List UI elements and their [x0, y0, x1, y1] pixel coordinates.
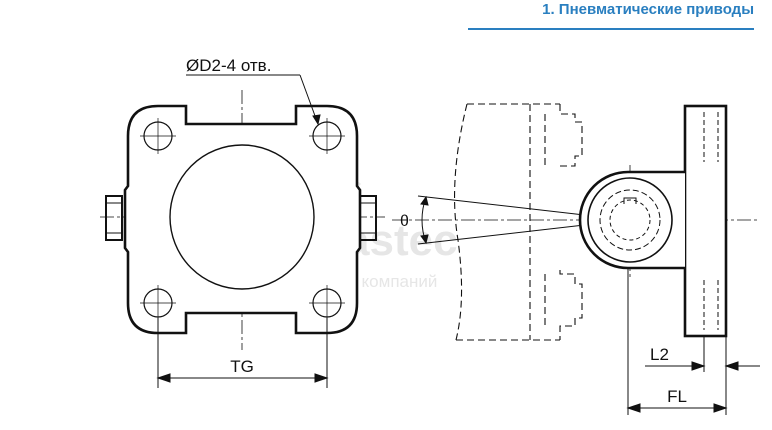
section-header: 1. Пневматические приводы	[468, 0, 754, 30]
cylinder-dashed-outline	[454, 103, 583, 341]
bracket-plate-holes	[703, 112, 719, 330]
side-view	[392, 103, 760, 415]
hole-callout-label: ØD2-4 отв.	[186, 56, 271, 75]
flange-outline	[123, 104, 362, 335]
tg-label: TG	[230, 357, 254, 376]
flange-side-boss-left	[105, 195, 123, 241]
fl-label: FL	[667, 387, 687, 406]
clevis-pin	[587, 177, 673, 263]
hole-center-marks	[140, 118, 345, 321]
hole-callout-leader	[186, 74, 321, 126]
section-title: 1. Пневматические приводы	[542, 1, 754, 18]
flange-bore	[169, 144, 315, 290]
clevis-ear	[578, 170, 685, 270]
fl-dimension	[626, 268, 728, 415]
flange-front-view	[100, 74, 385, 388]
theta-label: θ	[400, 213, 409, 230]
tg-dimension	[156, 318, 329, 388]
l2-label: L2	[650, 345, 669, 364]
bracket-plate	[683, 104, 728, 338]
l2-dimension	[645, 336, 760, 372]
